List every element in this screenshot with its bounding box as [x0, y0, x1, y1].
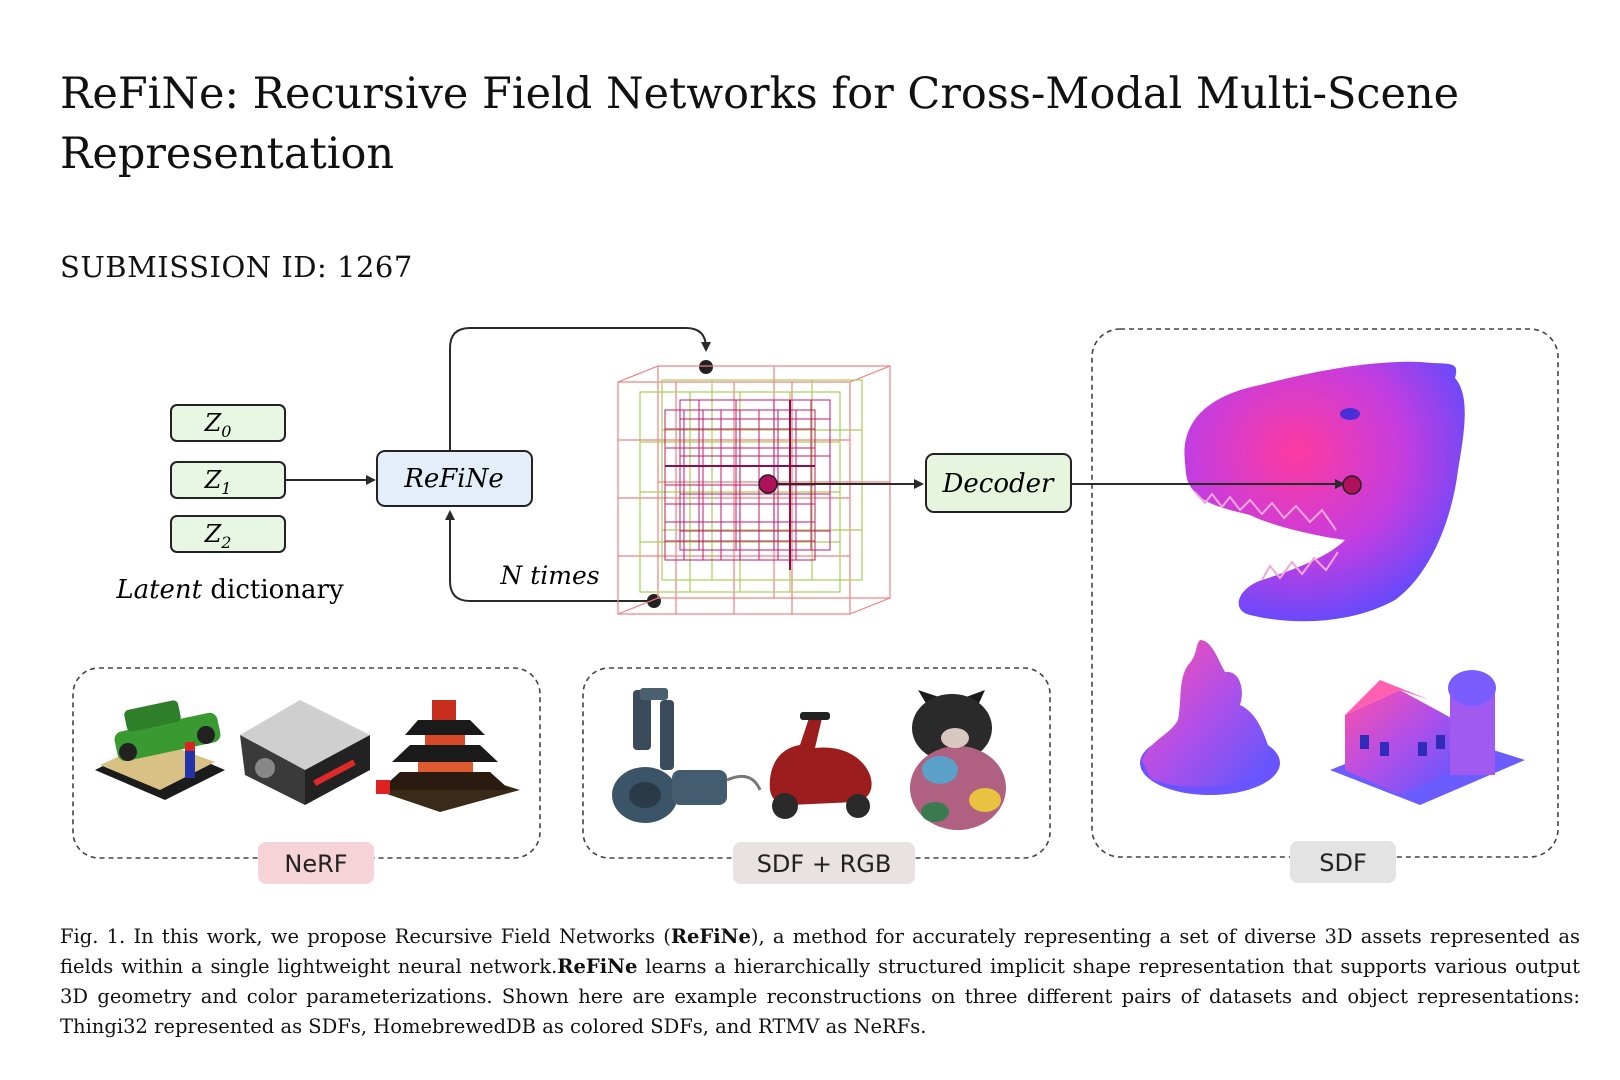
bulldog-sdf-rgb-render: [910, 690, 1006, 830]
latent-label-2: Z2: [204, 520, 232, 552]
latent-box-0: [170, 404, 286, 442]
submission-id: SUBMISSION ID: 1267: [60, 250, 413, 284]
nerf-badge-label: NeRF: [284, 850, 347, 878]
engine-nerf-render: [240, 700, 370, 805]
hand-statue-sdf-render: [1140, 640, 1280, 795]
sdf-badge-label: SDF: [1319, 849, 1367, 877]
loop-label: N times: [499, 561, 599, 590]
decoder-label: Decoder: [942, 469, 1055, 499]
arrow-refine-to-grid: [449, 327, 711, 451]
refine-label: ReFiNe: [403, 464, 503, 494]
figure-caption: Fig. 1. In this work, we propose Recursi…: [60, 922, 1580, 1042]
lego-car-nerf-render: [95, 700, 225, 800]
pagoda-nerf-render: [375, 700, 520, 812]
latent-dictionary: Z0 Z1 Z2 Latent dictionary: [115, 404, 344, 605]
teaser-figure: Z0 Z1 Z2 Latent dictionary ReFiNe N time…: [72, 327, 1559, 884]
caption-bold-refine-2: ReFiNe: [557, 955, 638, 978]
machine-part-sdf-rgb-render: [612, 688, 762, 823]
octree-grid: [617, 365, 891, 615]
arrow-grid-to-refine: [445, 510, 654, 602]
sdf-badge: [1290, 841, 1396, 883]
house-sdf-render: [1330, 670, 1525, 805]
grid-entry-point: [699, 360, 713, 374]
caption-bold-refine-1: ReFiNe: [670, 925, 751, 948]
refine-box: [376, 450, 533, 507]
caption-prefix: Fig. 1. In this work, we propose Recursi…: [60, 925, 671, 948]
sdf-rgb-badge: [733, 842, 915, 884]
scooter-sdf-rgb-render: [769, 712, 872, 819]
nerf-badge: [258, 842, 374, 884]
latent-label-0: Z0: [204, 409, 232, 441]
query-point: [758, 474, 778, 494]
latent-box-2: [170, 515, 286, 553]
sdf-rgb-badge-label: SDF + RGB: [757, 850, 892, 878]
paper-title: ReFiNe: Recursive Field Networks for Cro…: [60, 69, 1460, 179]
trex-sdf-render: [1184, 361, 1465, 622]
latent-dictionary-label: Latent dictionary: [115, 575, 344, 605]
caption-rest: learns a hierarchically structured impli…: [60, 955, 1580, 1038]
latent-label-1: Z1: [204, 466, 232, 498]
output-point: [1342, 475, 1362, 495]
caption-mid: ), a method for accurately representing …: [60, 925, 1580, 978]
